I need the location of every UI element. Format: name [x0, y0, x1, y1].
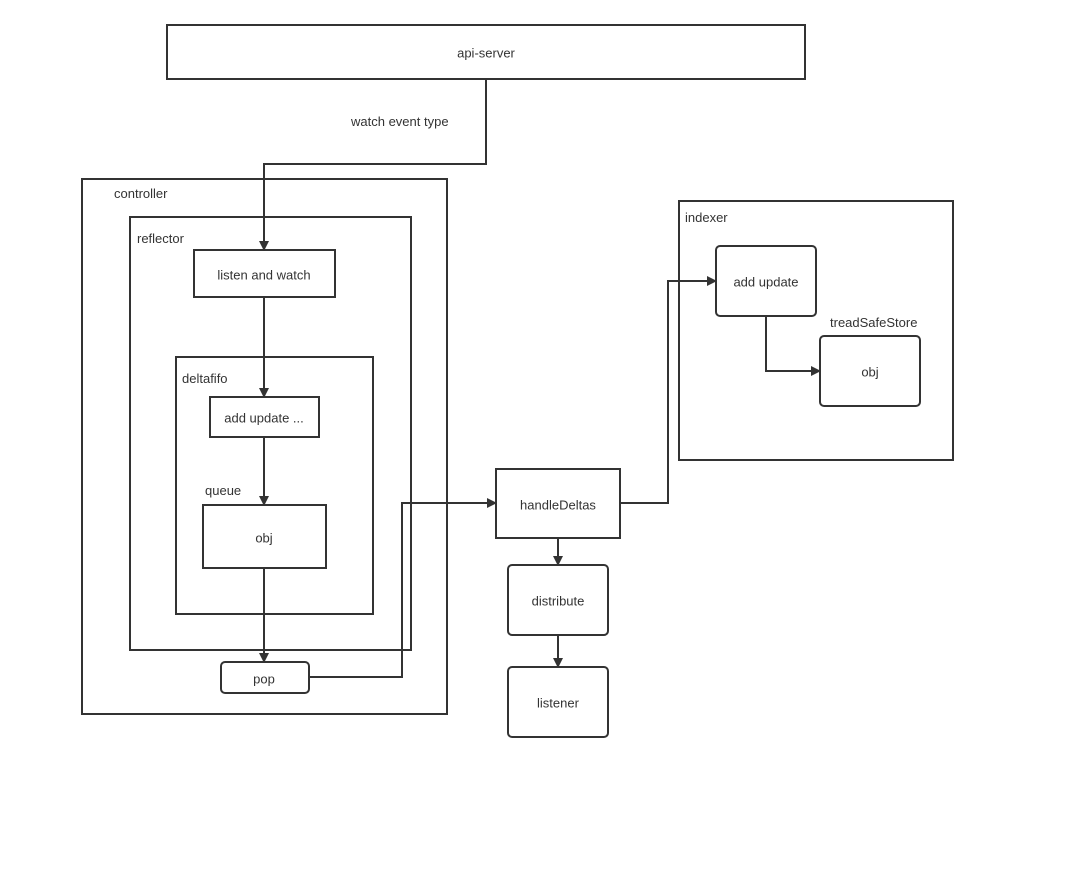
listen-and-watch-label: listen and watch — [217, 268, 310, 283]
fifo-add-update-label: add update ... — [224, 411, 304, 426]
indexer-add-update-label: add update — [733, 275, 798, 290]
distribute-label: distribute — [532, 594, 585, 609]
controller-label: controller — [114, 186, 168, 201]
queue-obj-label: obj — [255, 531, 272, 546]
deltafifo-label: deltafifo — [182, 371, 228, 386]
thread-safe-store-label: treadSafeStore — [830, 315, 917, 330]
store-obj-label: obj — [861, 365, 878, 380]
listener-label: listener — [537, 696, 580, 711]
watch-event-type-label: watch event type — [350, 114, 449, 129]
indexer-label: indexer — [685, 210, 728, 225]
indexer-container — [678, 200, 954, 461]
reflector-label: reflector — [137, 231, 185, 246]
pop-label: pop — [253, 672, 275, 687]
edge-handle-to-indexer — [620, 276, 717, 504]
edge-api-to-listen — [259, 79, 487, 251]
edge-pop-to-handle-deltas — [309, 498, 497, 678]
edge-add-update-to-store — [765, 316, 821, 376]
queue-label: queue — [205, 483, 241, 498]
api-server-box — [166, 24, 806, 80]
handle-deltas-label: handleDeltas — [520, 498, 596, 513]
fifo-add-update-box — [209, 396, 320, 438]
api-server-label: api-server — [457, 46, 515, 61]
listen-and-watch-box — [193, 249, 336, 298]
